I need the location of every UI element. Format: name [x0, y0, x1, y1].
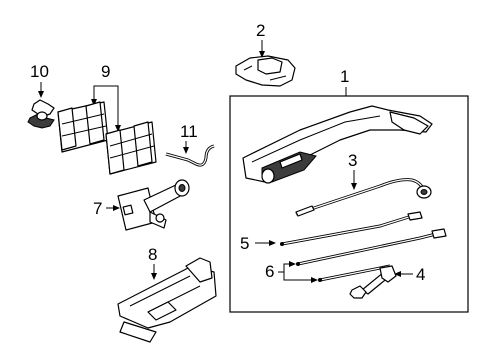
callout-7: 7 [93, 199, 102, 218]
leader-9 [91, 85, 121, 132]
part-7-jack [117, 179, 190, 231]
part-1-tool-kit [242, 105, 433, 184]
part-10-wing-nut [27, 99, 55, 129]
part-6-rods [296, 228, 447, 282]
part-3-handle-rod [295, 178, 432, 217]
part-4-bolt [349, 265, 397, 299]
callout-3: 3 [348, 151, 357, 170]
callout-6: 6 [265, 262, 274, 281]
leader-7 [106, 205, 120, 211]
callout-1: 1 [340, 67, 349, 86]
part-8-bracket [117, 257, 217, 343]
leader-11 [183, 141, 189, 154]
leader-2 [259, 40, 265, 58]
callout-11: 11 [180, 122, 198, 141]
part-11-clip [165, 144, 215, 167]
part-2-retainer [235, 55, 296, 87]
callout-4: 4 [416, 265, 425, 284]
callout-5: 5 [240, 234, 249, 253]
callout-9: 9 [101, 62, 110, 81]
part-9-foam-block-upper [57, 101, 109, 153]
callout-2: 2 [256, 21, 265, 40]
leader-8 [151, 264, 157, 280]
leader-3 [351, 170, 357, 190]
leader-10 [38, 82, 44, 98]
part-9-foam-block-lower [105, 121, 157, 175]
kit-box [229, 95, 469, 313]
leader-5 [255, 240, 276, 246]
leader-6 [278, 261, 318, 283]
leader-4 [394, 271, 413, 277]
part-5-rod [280, 211, 423, 246]
callout-10: 10 [30, 62, 49, 81]
callout-8: 8 [148, 245, 157, 264]
